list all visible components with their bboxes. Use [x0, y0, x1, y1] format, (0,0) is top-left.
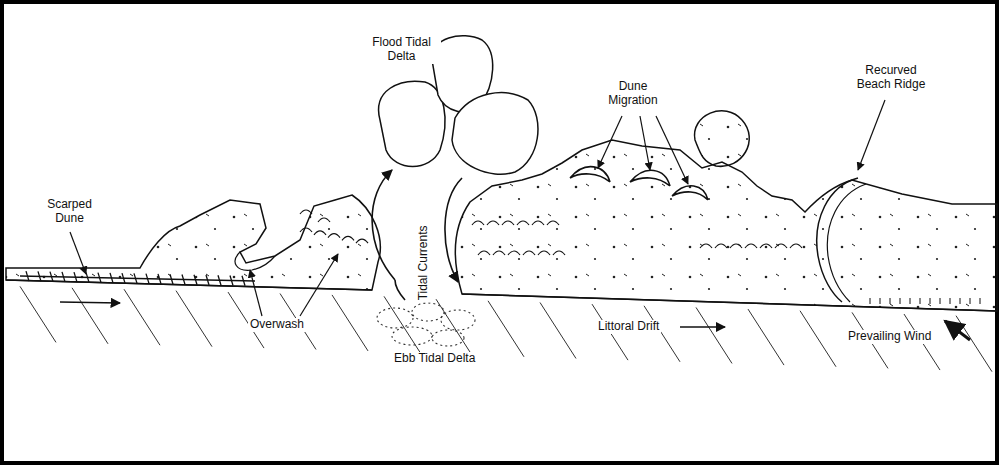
littoral-drift-arrow — [680, 326, 725, 328]
flood-delta-lobe — [379, 81, 445, 166]
wind-label: Prevailing Wind — [846, 330, 933, 344]
scarped-dune-line — [20, 271, 255, 286]
littoral-drift-arrow — [60, 302, 120, 303]
right-shoreline — [462, 294, 997, 311]
beach-ridge-ticks — [870, 298, 980, 304]
current-label: Tidal Currents — [417, 223, 431, 302]
flood-current-arrow — [372, 170, 395, 280]
dune-crescents — [300, 210, 802, 255]
prevailing-wind-arrow — [945, 321, 970, 340]
ebb-current-arrow — [445, 178, 462, 282]
flood-current-tail — [395, 280, 405, 300]
dune-island — [695, 111, 750, 167]
drift-label: Littoral Drift — [596, 320, 661, 334]
delta-label: Ebb Tidal Delta — [392, 352, 477, 366]
dune-label: Scarped Dune — [40, 198, 99, 226]
flood-delta-lobe — [452, 93, 538, 175]
recurved-beach-ridge — [817, 178, 858, 302]
leader-lines — [70, 100, 885, 316]
dune-label: Dune Migration — [598, 80, 668, 108]
overwash-label: Overwash — [248, 318, 306, 332]
overwash-fan — [235, 252, 275, 270]
ebb-tidal-delta — [377, 303, 475, 346]
ridge-label: Recurved Beach Ridge — [850, 64, 932, 92]
recurved-beach-ridge — [827, 184, 866, 302]
delta-label: Flood Tidal Delta — [362, 36, 441, 64]
